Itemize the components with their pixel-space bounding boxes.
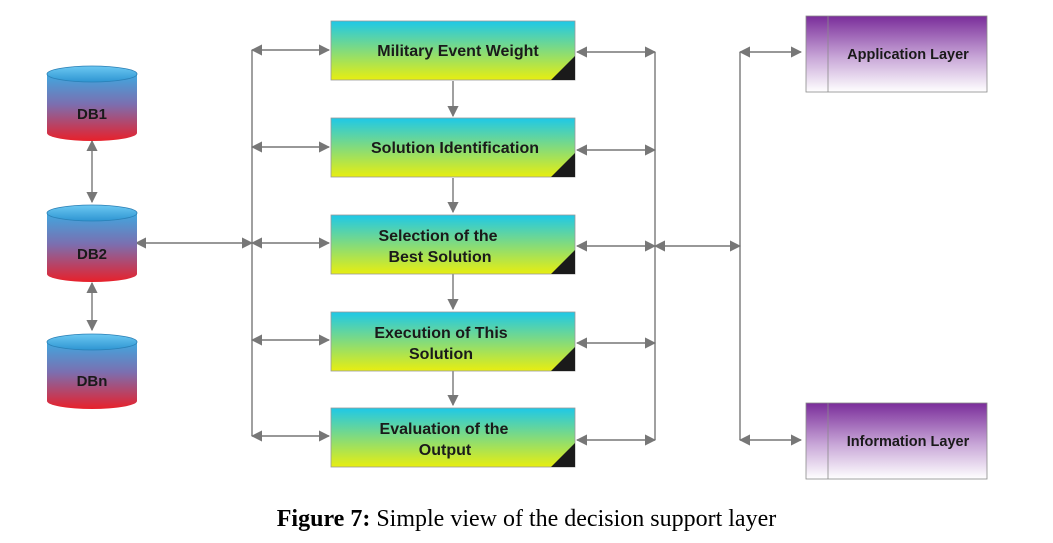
process-label: Solution Identification <box>371 140 539 157</box>
connectors <box>86 44 803 446</box>
db2-label: DB2 <box>77 246 107 263</box>
decision-support-diagram: DB1 DB2 DBn Military Event Weight Soluti… <box>46 15 988 480</box>
process-label-line-2: Solution <box>409 346 473 363</box>
database-db1: DB1 <box>46 65 138 141</box>
process-military-event-weight: Military Event Weight <box>330 20 576 81</box>
database-db2: DB2 <box>46 204 138 282</box>
db1-label: DB1 <box>77 106 107 123</box>
process-label-line-2: Best Solution <box>388 249 491 266</box>
process-label-line-1: Evaluation of the <box>380 421 509 438</box>
process-label-line-2: Output <box>419 442 472 459</box>
figure-caption: Figure 7: Simple view of the decision su… <box>0 506 1053 533</box>
process-selection-best-solution: Selection of the Best Solution <box>330 214 576 275</box>
information-layer-box: Information Layer <box>805 402 988 480</box>
process-label: Military Event Weight <box>377 43 539 60</box>
figure-caption-label: Figure 7: <box>276 506 371 532</box>
process-solution-identification: Solution Identification <box>330 117 576 178</box>
information-layer-label: Information Layer <box>847 434 970 450</box>
figure-caption-text: Simple view of the decision support laye… <box>376 506 777 532</box>
process-label-line-1: Selection of the <box>378 228 497 245</box>
application-layer-box: Application Layer <box>805 15 988 93</box>
application-layer-label: Application Layer <box>847 47 969 63</box>
process-execution-solution: Execution of This Solution <box>330 311 576 372</box>
database-dbn: DBn <box>46 333 138 409</box>
process-evaluation-output: Evaluation of the Output <box>330 407 576 468</box>
process-label-line-1: Execution of This <box>374 325 507 342</box>
dbn-label: DBn <box>77 373 108 390</box>
